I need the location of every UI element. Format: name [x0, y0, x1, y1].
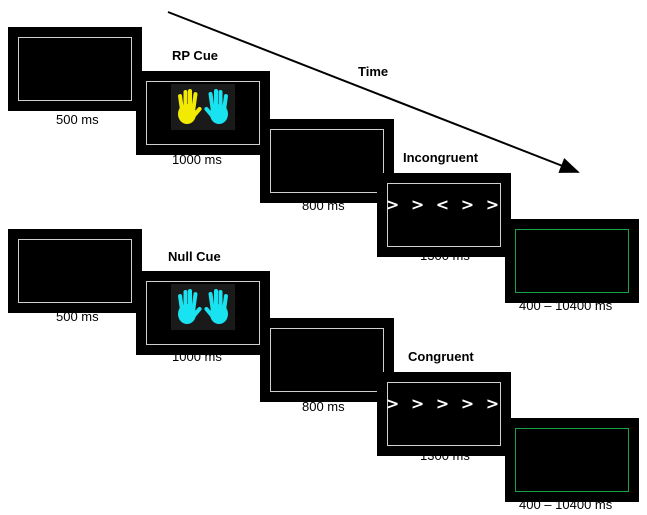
cue-duration: 1000 ms — [172, 349, 222, 364]
delay-duration: 800 ms — [302, 399, 345, 414]
left-hand-yellow-icon — [178, 89, 202, 124]
delay-duration: 800 ms — [302, 198, 345, 213]
flanker-stimulus: > > > > > — [385, 394, 503, 413]
iti-screen — [505, 219, 639, 303]
flanker-condition-label: Congruent — [408, 349, 474, 364]
screen-frame — [270, 328, 384, 392]
screen-frame — [146, 281, 260, 345]
right-hand-cyan-icon — [204, 89, 228, 124]
time-label: Time — [358, 64, 389, 79]
right-hand-cyan-icon — [204, 289, 228, 324]
screen-frame — [515, 428, 629, 492]
cue-screen — [136, 271, 270, 355]
hands-icon — [171, 84, 235, 130]
iti-screen — [505, 418, 639, 502]
cue-label: RP Cue — [172, 48, 218, 63]
screen-frame — [270, 129, 384, 193]
flanker-stimulus: > > < > > — [385, 195, 503, 214]
screen-frame — [387, 382, 501, 446]
screen-frame — [18, 239, 132, 303]
fixation-duration: 500 ms — [56, 112, 99, 127]
screen-frame — [387, 183, 501, 247]
delay-screen — [260, 119, 394, 203]
cue-label: Null Cue — [168, 249, 221, 264]
fixation-duration: 500 ms — [56, 309, 99, 324]
hands-icon — [171, 284, 235, 330]
flanker-condition-label: Incongruent — [403, 150, 479, 165]
flanker-duration: 1300 ms — [420, 248, 470, 263]
iti-duration: 400 – 10400 ms — [519, 497, 613, 512]
iti-duration: 400 – 10400 ms — [519, 298, 613, 313]
screen-frame — [515, 229, 629, 293]
delay-screen — [260, 318, 394, 402]
screen-frame — [146, 81, 260, 145]
flanker-duration: 1300 ms — [420, 448, 470, 463]
cue-screen — [136, 71, 270, 155]
fixation-screen — [8, 229, 142, 313]
cue-duration: 1000 ms — [172, 152, 222, 167]
left-hand-cyan-icon — [178, 289, 202, 324]
screen-frame — [18, 37, 132, 101]
flanker-screen: > > < > > — [377, 173, 511, 257]
fixation-screen — [8, 27, 142, 111]
flanker-screen: > > > > > — [377, 372, 511, 456]
